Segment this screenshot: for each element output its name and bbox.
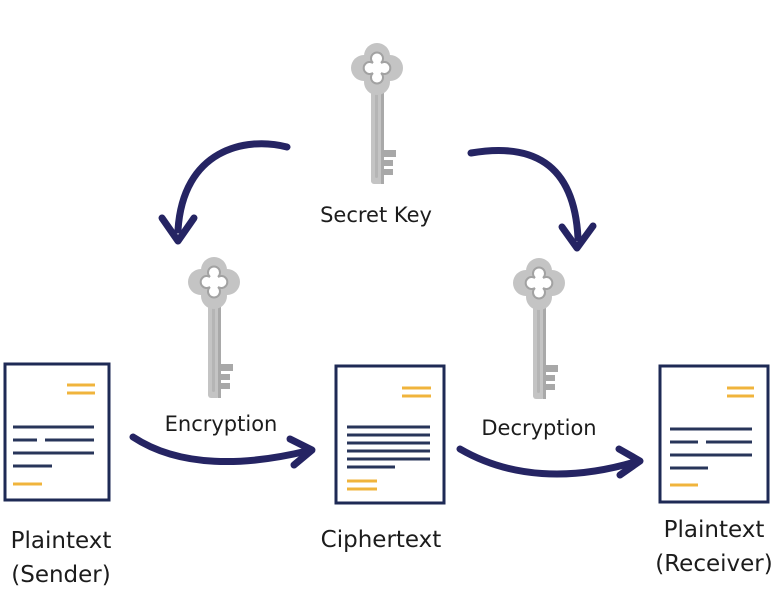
- curved-arrow-icon-left: [158, 140, 291, 245]
- decryption-label: Decryption: [481, 416, 596, 440]
- secret-key-label: Secret Key: [320, 203, 432, 227]
- plaintext-sender-document-icon: [3, 362, 111, 502]
- plaintext-receiver-document-icon: [658, 364, 770, 504]
- decryption-key-icon: [512, 257, 566, 400]
- ciphertext-label: Ciphertext: [321, 527, 442, 553]
- encryption-arrow-icon: [129, 433, 316, 469]
- plaintext-sender-sublabel: (Sender): [11, 562, 110, 588]
- encryption-label: Encryption: [165, 412, 278, 436]
- secret-key-icon: [350, 42, 404, 185]
- ciphertext-document-icon: [334, 364, 446, 505]
- curved-arrow-icon-right: [467, 147, 597, 252]
- plaintext-sender-label: Plaintext: [11, 528, 112, 554]
- plaintext-receiver-label: Plaintext: [664, 517, 765, 543]
- encryption-key-icon: [187, 256, 241, 399]
- plaintext-receiver-sublabel: (Receiver): [655, 551, 772, 577]
- decryption-arrow-icon: [456, 445, 644, 479]
